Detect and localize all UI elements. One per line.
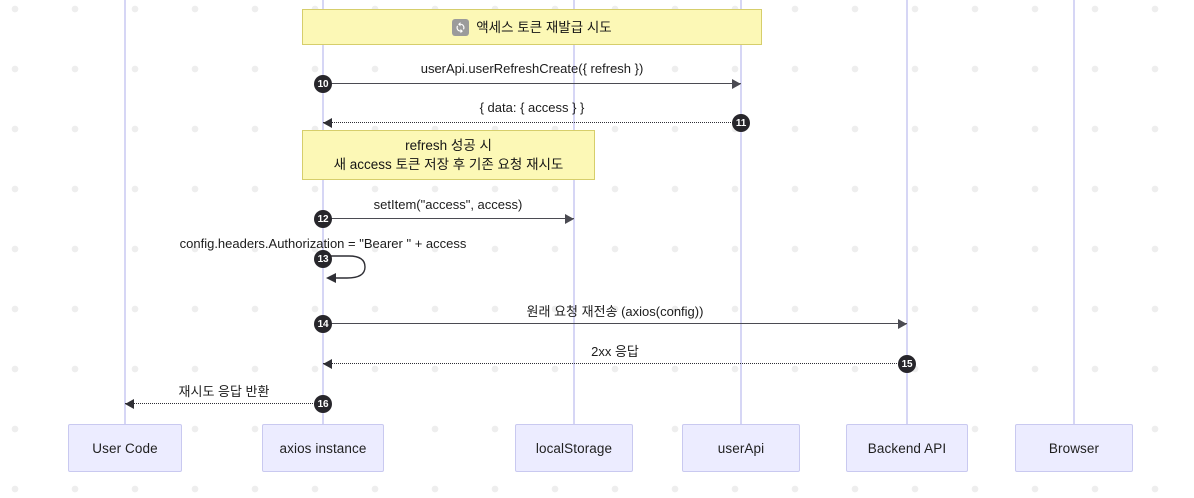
loop-block-head: 액세스 토큰 재발급 시도 (452, 18, 612, 37)
message-arrowhead-15 (323, 359, 332, 369)
lifeline-user-api (740, 0, 742, 424)
sequence-badge-14: 14 (314, 315, 332, 333)
message-arrowhead-16 (125, 399, 134, 409)
lifeline-user-code (124, 0, 126, 424)
message-label-12: setItem("access", access) (373, 197, 523, 212)
message-label-11: { data: { access } } (479, 100, 585, 115)
message-line-14 (323, 323, 907, 324)
message-arrowhead-11 (323, 118, 332, 128)
participant-user-code[interactable]: User Code (68, 424, 182, 472)
participant-label: Browser (1048, 440, 1100, 456)
message-line-10 (323, 83, 741, 84)
message-label-16: 재시도 응답 반환 (178, 384, 270, 399)
sequence-badge-12: 12 (314, 210, 332, 228)
refresh-icon (452, 18, 470, 36)
message-selfloop-13 (323, 252, 383, 284)
participant-local-storage[interactable]: localStorage (515, 424, 633, 472)
participant-label: Backend API (867, 440, 947, 456)
message-arrowhead-10 (732, 79, 741, 89)
message-arrowhead-14 (898, 319, 907, 329)
sequence-badge-13: 13 (314, 250, 332, 268)
message-line-11 (323, 122, 741, 123)
message-line-16 (125, 403, 323, 404)
participant-backend-api[interactable]: Backend API (846, 424, 968, 472)
loop-block-header: 액세스 토큰 재발급 시도 (302, 9, 762, 45)
message-label-14: 원래 요청 재전송 (axios(config)) (526, 304, 704, 319)
sequence-badge-15: 15 (898, 355, 916, 373)
participant-user-api[interactable]: userApi (682, 424, 800, 472)
note-line-2: 새 access 토큰 저장 후 기존 요청 재시도 (333, 157, 564, 172)
lifeline-backend-api (906, 0, 908, 424)
loop-block-label: 액세스 토큰 재발급 시도 (476, 19, 612, 35)
participant-label: axios instance (279, 440, 367, 456)
message-label-10: userApi.userRefreshCreate({ refresh }) (420, 61, 644, 76)
note-refresh-success: refresh 성공 시 새 access 토큰 저장 후 기존 요청 재시도 (302, 130, 595, 180)
participant-label: userApi (717, 440, 765, 456)
sequence-badge-11: 11 (732, 114, 750, 132)
participant-label: User Code (92, 440, 158, 456)
sequence-badge-16: 16 (314, 395, 332, 413)
message-line-15 (323, 363, 907, 364)
lifeline-browser (1073, 0, 1075, 424)
message-label-13: config.headers.Authorization = "Bearer "… (179, 236, 467, 251)
participant-browser[interactable]: Browser (1015, 424, 1133, 472)
lifeline-local-storage (573, 0, 575, 424)
message-arrowhead-12 (565, 214, 574, 224)
participant-axios-instance[interactable]: axios instance (262, 424, 384, 472)
participant-label: localStorage (535, 440, 613, 456)
message-label-15: 2xx 응답 (591, 344, 639, 359)
sequence-badge-10: 10 (314, 75, 332, 93)
note-line-1: refresh 성공 시 (405, 138, 492, 153)
message-line-12 (323, 218, 574, 219)
